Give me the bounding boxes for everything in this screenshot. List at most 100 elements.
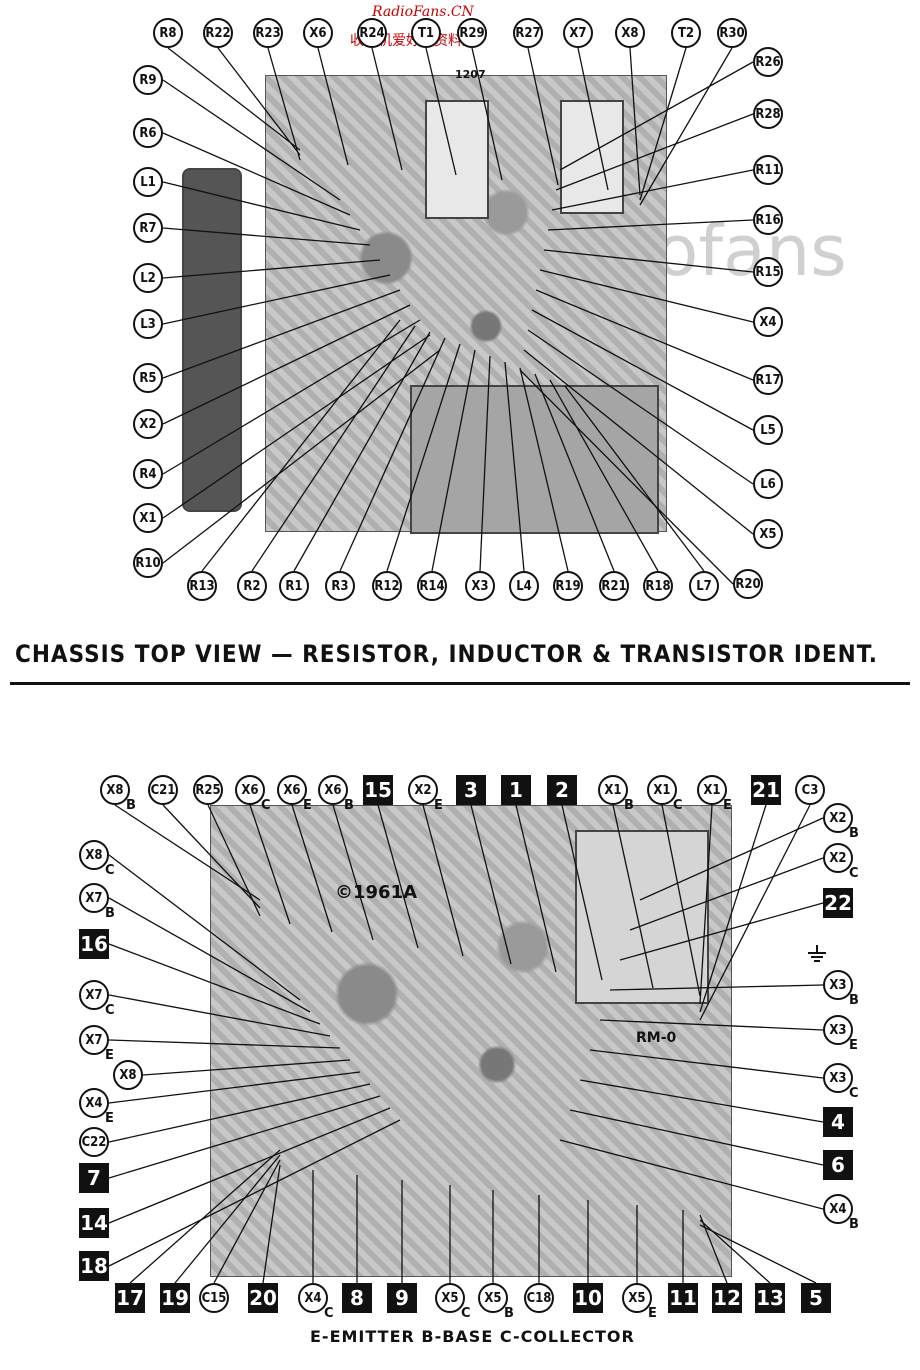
callout-r4: R4 bbox=[133, 459, 163, 489]
callout-x8: X8 bbox=[113, 1060, 143, 1090]
callout-x6: X6 bbox=[277, 775, 307, 805]
test-point-10: 10 bbox=[573, 1283, 603, 1313]
leader-line bbox=[332, 804, 374, 941]
terminal-suffix: C bbox=[105, 863, 115, 878]
terminal-suffix: B bbox=[504, 1306, 514, 1321]
leader-line bbox=[470, 804, 512, 965]
terminal-suffix: E bbox=[723, 798, 732, 813]
transformer-t1 bbox=[425, 100, 489, 219]
callout-x6: X6 bbox=[235, 775, 265, 805]
callout-l4: L4 bbox=[509, 571, 539, 601]
leader-line bbox=[527, 47, 559, 186]
terminal-suffix: E bbox=[434, 798, 443, 813]
callout-x7: X7 bbox=[79, 883, 109, 913]
callout-c18: C18 bbox=[524, 1283, 554, 1313]
callout-r19: R19 bbox=[553, 571, 583, 601]
leader-line bbox=[339, 337, 446, 572]
leader-line bbox=[629, 47, 641, 196]
leader-line bbox=[527, 329, 754, 485]
leader-line bbox=[142, 1059, 351, 1076]
test-point-16: 16 bbox=[79, 929, 109, 959]
leader-line bbox=[699, 804, 811, 1021]
callout-x4: X4 bbox=[823, 1194, 853, 1224]
terminal-suffix: B bbox=[849, 1217, 859, 1232]
leader-line bbox=[108, 1107, 391, 1224]
leader-line bbox=[535, 289, 754, 381]
leader-line bbox=[599, 1019, 824, 1031]
leader-line bbox=[162, 132, 351, 216]
tuning-capacitor bbox=[410, 385, 659, 534]
callout-x7: X7 bbox=[79, 1025, 109, 1055]
test-point-19: 19 bbox=[160, 1283, 190, 1313]
coil-l1 bbox=[182, 168, 242, 512]
callout-x1: X1 bbox=[697, 775, 727, 805]
leader-line bbox=[317, 47, 349, 166]
terminal-suffix: E bbox=[303, 798, 312, 813]
callout-c15: C15 bbox=[199, 1283, 229, 1313]
callout-r22: R22 bbox=[203, 18, 233, 48]
callout-r29: R29 bbox=[457, 18, 487, 48]
leader-line bbox=[547, 219, 754, 231]
leader-line bbox=[174, 1154, 281, 1284]
callout-r13: R13 bbox=[187, 571, 217, 601]
leader-line bbox=[519, 367, 569, 572]
leader-line bbox=[699, 1219, 771, 1284]
callout-x8: X8 bbox=[615, 18, 645, 48]
callout-t2: T2 bbox=[671, 18, 701, 48]
leader-line bbox=[422, 804, 464, 957]
leader-line bbox=[504, 361, 525, 572]
leader-line bbox=[162, 304, 411, 425]
leader-line bbox=[108, 1071, 361, 1104]
terminal-suffix: C bbox=[261, 798, 271, 813]
terminal-suffix: B bbox=[849, 993, 859, 1008]
callout-r6: R6 bbox=[133, 118, 163, 148]
test-point-11: 11 bbox=[668, 1283, 698, 1313]
callout-r1: R1 bbox=[279, 571, 309, 601]
terminal-suffix: C bbox=[849, 866, 859, 881]
leader-line bbox=[108, 1039, 341, 1049]
leader-line bbox=[129, 1149, 281, 1284]
terminal-suffix: E bbox=[105, 1048, 114, 1063]
test-point-21: 21 bbox=[751, 775, 781, 805]
leader-line bbox=[162, 227, 371, 246]
leader-line bbox=[213, 1159, 281, 1284]
callout-r3: R3 bbox=[325, 571, 355, 601]
leader-line bbox=[471, 47, 503, 181]
leader-line bbox=[661, 804, 701, 997]
callout-x1: X1 bbox=[647, 775, 677, 805]
terminal-suffix: C bbox=[673, 798, 683, 813]
test-point-18: 18 bbox=[79, 1251, 109, 1281]
leader-line bbox=[167, 47, 301, 151]
callout-r30: R30 bbox=[717, 18, 747, 48]
leader-line bbox=[577, 47, 609, 191]
leader-line bbox=[291, 804, 333, 933]
callout-r26: R26 bbox=[753, 47, 783, 77]
test-point-1: 1 bbox=[501, 775, 531, 805]
terminal-suffix: B bbox=[126, 798, 136, 813]
callout-x5: X5 bbox=[753, 519, 783, 549]
leader-line bbox=[639, 47, 733, 206]
leader-line bbox=[386, 343, 461, 572]
board-marking-rm: RM-0 bbox=[636, 1030, 677, 1046]
callout-x1: X1 bbox=[598, 775, 628, 805]
leader-line bbox=[619, 902, 824, 961]
leader-line bbox=[515, 804, 557, 973]
test-point-7: 7 bbox=[79, 1163, 109, 1193]
leader-line bbox=[114, 804, 261, 901]
callout-l3: L3 bbox=[133, 309, 163, 339]
leader-line bbox=[249, 804, 291, 925]
callout-l2: L2 bbox=[133, 263, 163, 293]
divider bbox=[10, 682, 910, 685]
callout-r5: R5 bbox=[133, 363, 163, 393]
transformer-t2 bbox=[560, 100, 624, 214]
callout-x3: X3 bbox=[823, 1063, 853, 1093]
terminal-suffix: C bbox=[324, 1306, 334, 1321]
leader-line bbox=[377, 804, 419, 949]
callout-r14: R14 bbox=[417, 571, 447, 601]
test-point-3: 3 bbox=[456, 775, 486, 805]
leader-line bbox=[612, 804, 654, 989]
leader-line bbox=[564, 385, 705, 572]
callout-r10: R10 bbox=[133, 548, 163, 578]
callout-x5: X5 bbox=[478, 1283, 508, 1313]
leader-line bbox=[639, 817, 824, 901]
